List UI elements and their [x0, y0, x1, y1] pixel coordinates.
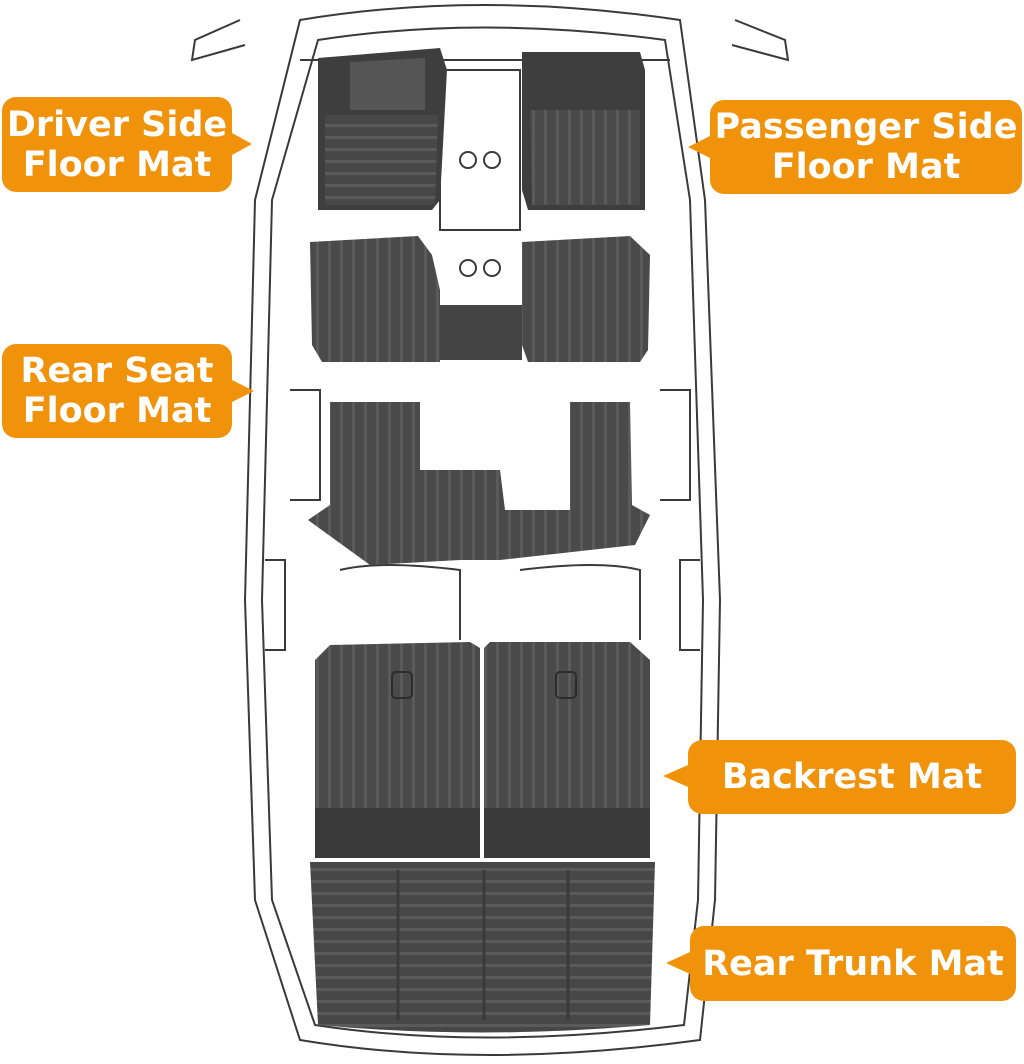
callout-driver-line1: Driver Side [6, 104, 228, 145]
second-row-floor-mat [310, 236, 650, 362]
callout-trunk-line1: Rear Trunk Mat [702, 943, 1004, 984]
callout-backrest-pointer [663, 765, 688, 787]
callout-passenger-line1: Passenger Side [714, 107, 1018, 147]
callout-rear-seat-line1: Rear Seat [20, 351, 214, 391]
driver-floor-mat [318, 48, 447, 210]
callout-passenger-line2: Floor Mat [771, 147, 961, 187]
backrest-mat-right [484, 642, 650, 858]
callout-passenger-side-floor-mat: Passenger Side Floor Mat [710, 100, 1022, 194]
callout-backrest-mat: Backrest Mat [688, 740, 1016, 814]
callout-rear-trunk-mat: Rear Trunk Mat [690, 926, 1016, 1001]
callout-rear-seat-pointer [232, 380, 254, 402]
passenger-floor-mat [522, 52, 645, 210]
callout-driver-pointer [232, 133, 252, 155]
callout-driver-side-floor-mat: Driver Side Floor Mat [2, 97, 232, 192]
callout-rear-seat-line2: Floor Mat [22, 391, 212, 431]
callout-backrest-line1: Backrest Mat [721, 757, 983, 797]
callout-trunk-pointer [666, 952, 690, 974]
car-outline [190, 4, 790, 1056]
callout-passenger-pointer [688, 136, 710, 158]
third-row-floor-mat [308, 402, 650, 565]
callout-rear-seat-floor-mat: Rear Seat Floor Mat [2, 344, 232, 438]
callout-driver-line2: Floor Mat [22, 144, 212, 185]
backrest-mat-left [315, 642, 480, 858]
rear-trunk-mat [310, 862, 655, 1033]
